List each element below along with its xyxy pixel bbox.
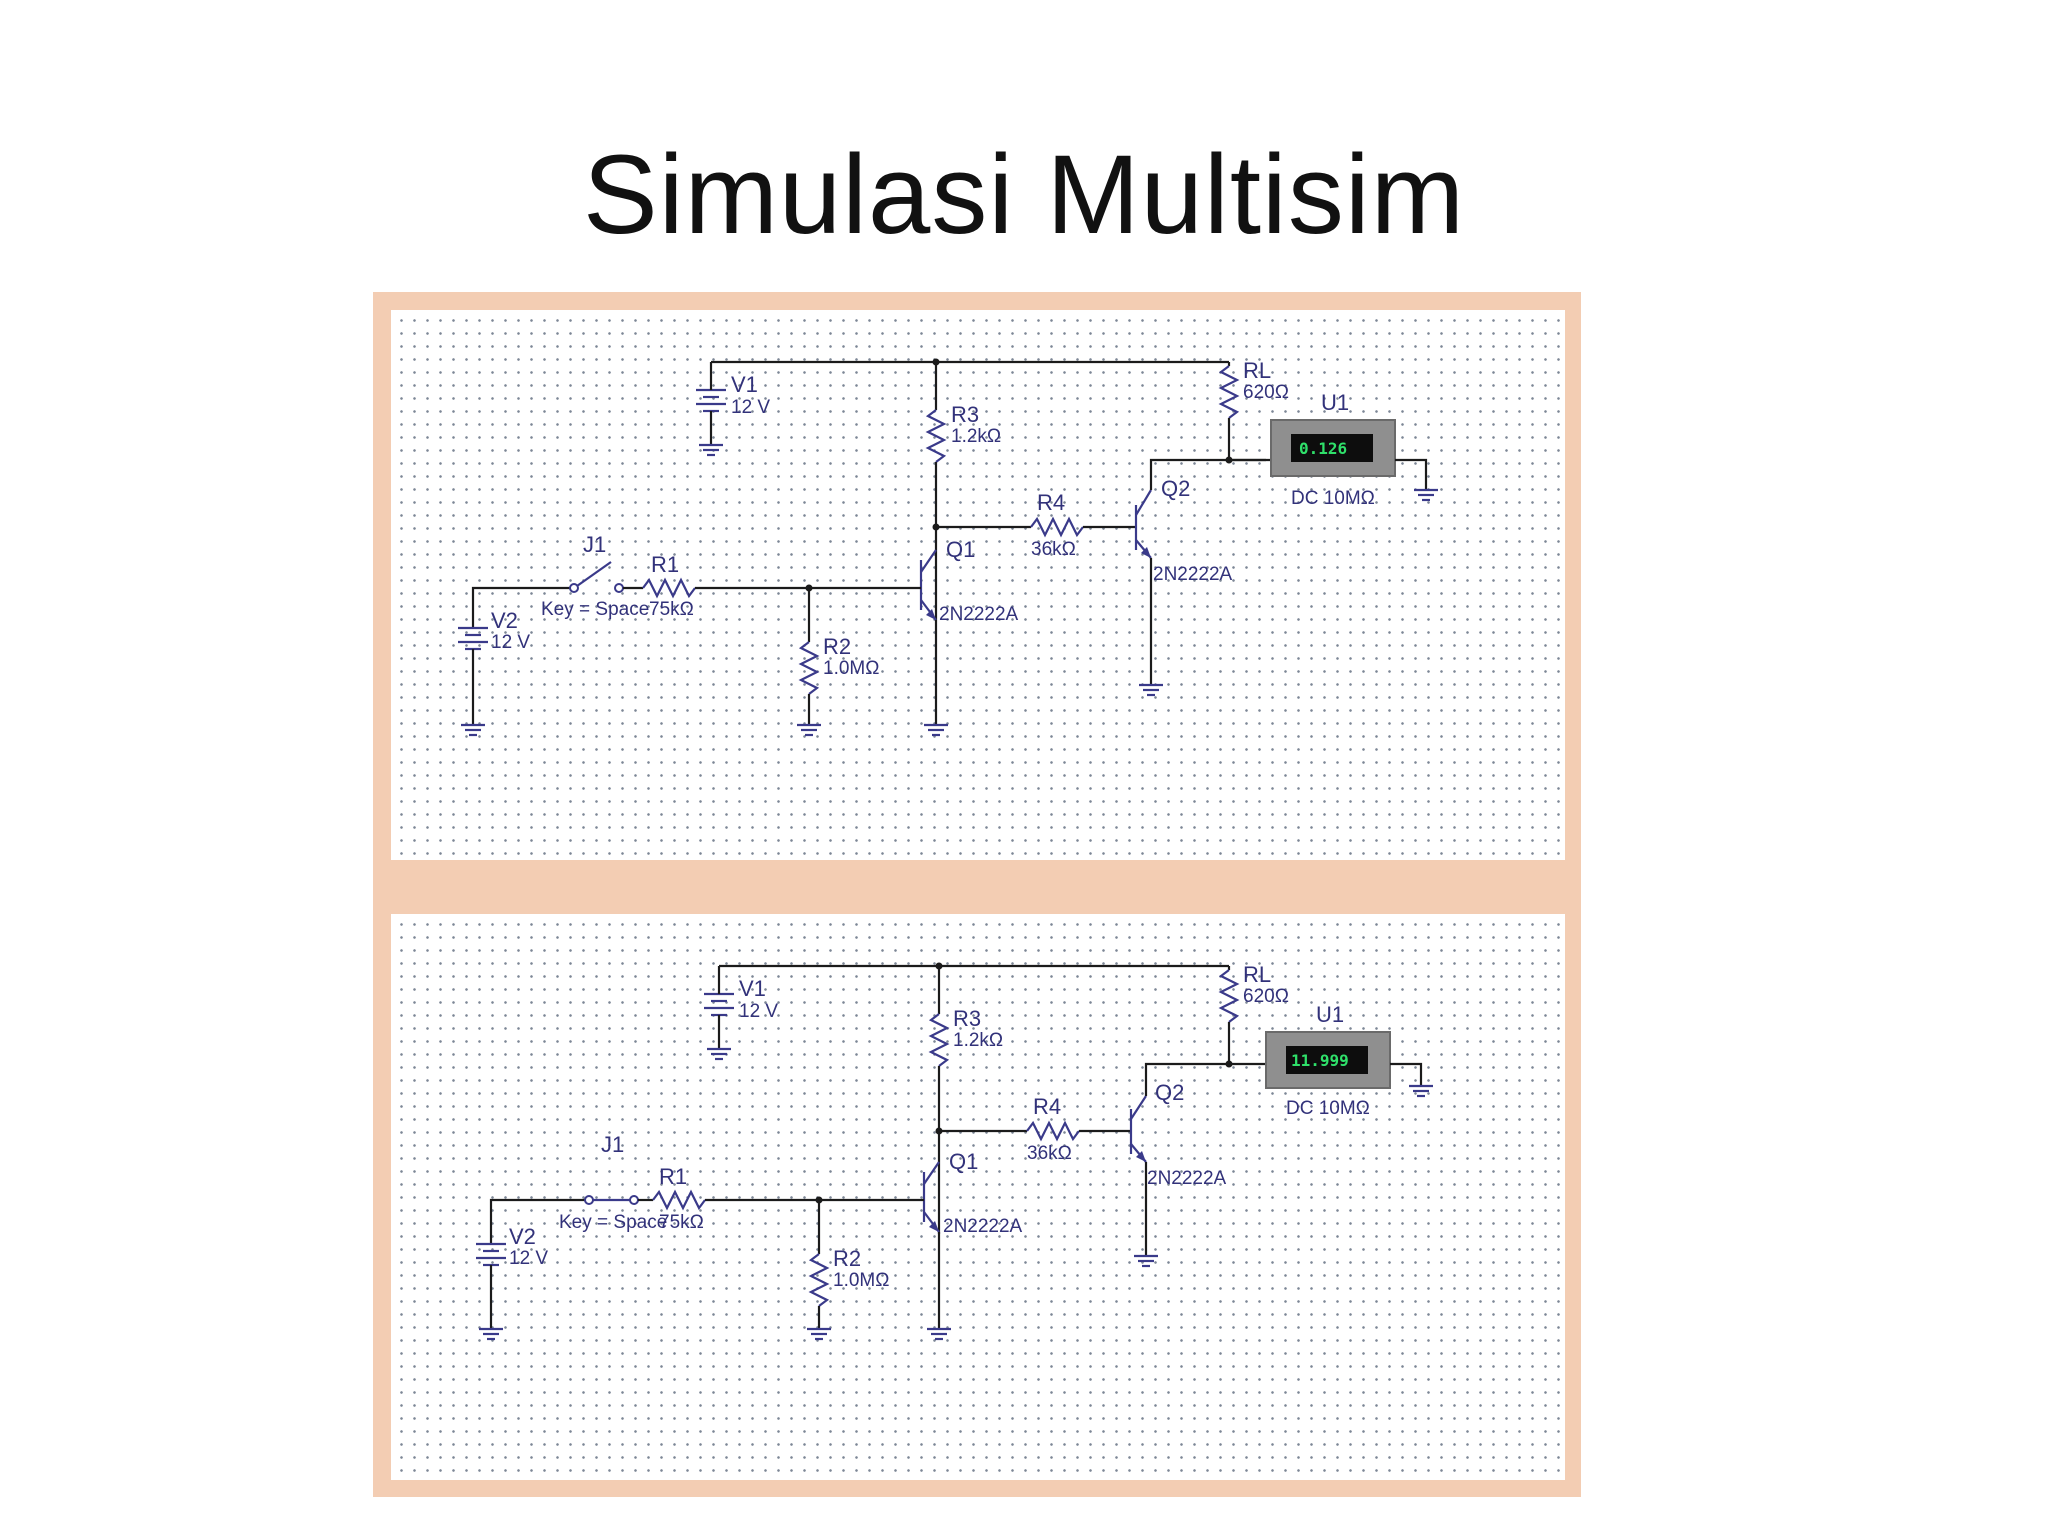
u1-name-label: U1 xyxy=(1321,390,1349,415)
q1-name-label: Q1 xyxy=(949,1149,978,1174)
u1-mode-label: DC 10MΩ xyxy=(1291,488,1375,509)
q2-name-label: Q2 xyxy=(1161,476,1190,501)
q1-name-label: Q1 xyxy=(946,537,975,562)
r4-value-label: 36kΩ xyxy=(1031,539,1076,560)
r1-value-label: 75kΩ xyxy=(659,1212,704,1233)
q2-model-label: 2N2222A xyxy=(1153,564,1233,585)
resistor-r2 xyxy=(798,641,820,695)
wire xyxy=(1395,458,1428,490)
q1-model-label: 2N2222A xyxy=(943,1216,1023,1237)
r4-name-label: R4 xyxy=(1033,1094,1061,1119)
j1-key-label: Key = Space xyxy=(541,599,649,620)
slide-title: Simulasi Multisim xyxy=(583,132,1465,257)
junction-dot xyxy=(1225,1060,1233,1068)
q2-model-label: 2N2222A xyxy=(1147,1168,1227,1189)
wire xyxy=(489,1198,585,1244)
screenshot-frame: V1 12 V R3 1.2kΩ R4 36kΩ Q2 2N2222A xyxy=(373,292,1581,1497)
r2-value-label: 1.0MΩ xyxy=(823,658,879,679)
r3-value-label: 1.2kΩ xyxy=(953,1030,1003,1051)
r3-value-label: 1.2kΩ xyxy=(951,426,1001,447)
r1-name-label: R1 xyxy=(651,552,679,577)
meter-reading: 11.999 xyxy=(1291,1051,1349,1070)
rl-value-label: 620Ω xyxy=(1243,986,1289,1007)
v1-value-label: 12 V xyxy=(731,397,770,418)
v1-value-label: 12 V xyxy=(739,1001,778,1022)
r4-name-label: R4 xyxy=(1037,490,1065,515)
v2-value-label: 12 V xyxy=(509,1248,548,1269)
ground-symbol xyxy=(924,723,948,737)
battery-v1 xyxy=(704,989,734,1061)
r1-name-label: R1 xyxy=(659,1164,687,1189)
r2-name-label: R2 xyxy=(833,1246,861,1271)
battery-v2 xyxy=(458,626,488,737)
ground-symbol xyxy=(1414,488,1438,502)
battery-v2 xyxy=(476,1242,506,1341)
resistor-r3 xyxy=(928,1013,950,1067)
resistor-r3 xyxy=(925,409,947,463)
switch-j1-open xyxy=(569,561,624,593)
u1-name-label: U1 xyxy=(1316,1002,1344,1027)
schematic-panel-switch-closed: V1 12 V R3 1.2kΩ R4 36kΩ Q2 2N2222A xyxy=(391,914,1565,1480)
v2-name-label: V2 xyxy=(509,1224,536,1249)
resistor-r4 xyxy=(1026,1120,1080,1142)
ground-symbol xyxy=(1409,1084,1433,1098)
ground-symbol xyxy=(927,1327,951,1341)
rl-name-label: RL xyxy=(1243,358,1271,383)
u1-mode-label: DC 10MΩ xyxy=(1286,1098,1370,1119)
j1-name-label: J1 xyxy=(583,532,606,557)
voltmeter-u1: 11.999 xyxy=(1265,1031,1391,1089)
transistor-q2 xyxy=(1134,489,1152,559)
q1-model-label: 2N2222A xyxy=(939,604,1019,625)
meter-reading: 0.126 xyxy=(1299,439,1347,458)
ground-symbol xyxy=(807,1327,831,1341)
v2-name-label: V2 xyxy=(491,608,518,633)
r1-value-label: 75kΩ xyxy=(649,599,694,620)
resistor-rl xyxy=(1218,969,1240,1023)
r3-name-label: R3 xyxy=(951,402,979,427)
v1-name-label: V1 xyxy=(731,372,758,397)
transistor-q1 xyxy=(922,1161,940,1233)
resistor-r1 xyxy=(642,577,696,599)
resistor-rl xyxy=(1218,365,1240,419)
switch-j1-closed xyxy=(584,1195,639,1205)
rl-value-label: 620Ω xyxy=(1243,382,1289,403)
circuit-diagram-1: V1 12 V R3 1.2kΩ R4 36kΩ Q2 2N2222A xyxy=(458,358,1438,737)
j1-key-label: Key = Space xyxy=(559,1212,667,1233)
r2-value-label: 1.0MΩ xyxy=(833,1270,889,1291)
r4-value-label: 36kΩ xyxy=(1027,1143,1072,1164)
transistor-q1 xyxy=(919,549,937,621)
ground-symbol xyxy=(797,723,821,737)
v2-value-label: 12 V xyxy=(491,632,530,653)
voltmeter-u1: 0.126 xyxy=(1270,419,1396,477)
resistor-r2 xyxy=(808,1253,830,1307)
resistor-r1 xyxy=(652,1189,706,1211)
ground-symbol xyxy=(1134,1254,1158,1268)
j1-name-label: J1 xyxy=(601,1132,624,1157)
resistor-r4 xyxy=(1030,516,1084,538)
battery-v1 xyxy=(696,385,726,457)
wire xyxy=(471,586,571,628)
r3-name-label: R3 xyxy=(953,1006,981,1031)
q2-name-label: Q2 xyxy=(1155,1080,1184,1105)
wire xyxy=(1390,1062,1423,1086)
transistor-q2 xyxy=(1129,1095,1147,1163)
rl-name-label: RL xyxy=(1243,962,1271,987)
circuit-diagram-2: V1 12 V R3 1.2kΩ R4 36kΩ Q2 2N2222A xyxy=(476,962,1433,1341)
r2-name-label: R2 xyxy=(823,634,851,659)
ground-symbol xyxy=(1139,683,1163,697)
schematic-panel-switch-open: V1 12 V R3 1.2kΩ R4 36kΩ Q2 2N2222A xyxy=(391,310,1565,860)
v1-name-label: V1 xyxy=(739,976,766,1001)
